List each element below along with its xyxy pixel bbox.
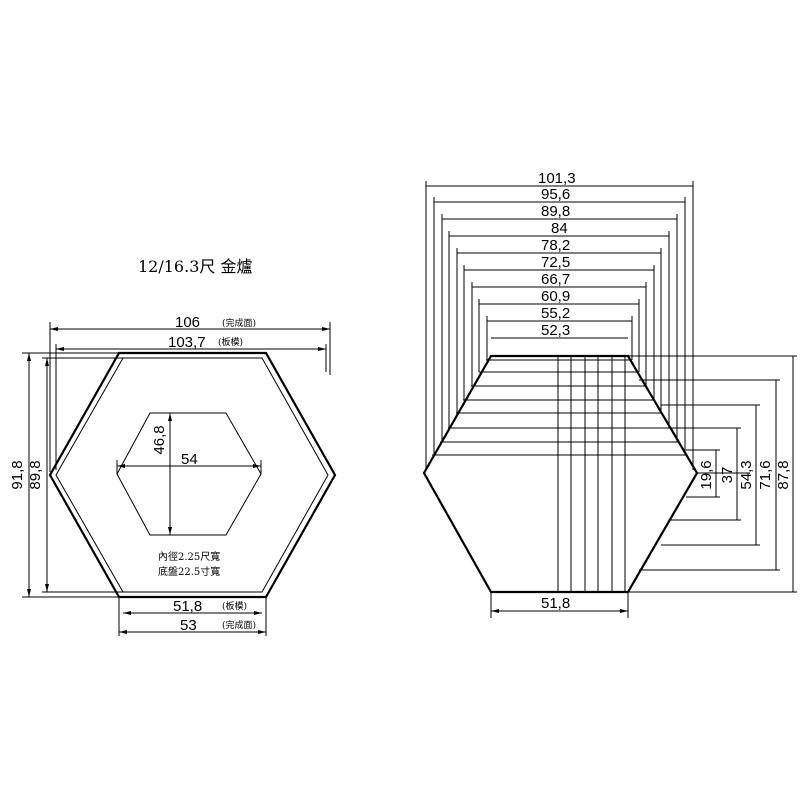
dim-106: 106 (175, 314, 200, 331)
dim-103-7-note: (板模) (218, 336, 243, 348)
dim-55-2: 55,2 (541, 305, 570, 322)
dim-53: 53 (180, 617, 197, 634)
dim-46-8: 46,8 (151, 425, 168, 454)
dim-89-8-right: 89,8 (541, 203, 570, 220)
dim-53-note: (完成面) (222, 619, 256, 631)
dim-51-8-left: 51,8 (173, 598, 202, 615)
dim-54-3: 54,3 (738, 460, 755, 489)
dim-95-6: 95,6 (541, 186, 570, 203)
note-base-plate: 底盤22.5寸寬 (158, 565, 220, 578)
left-height-dimensions: 91,8 89,8 (9, 352, 123, 598)
dim-101-3: 101,3 (538, 170, 576, 187)
dim-87-8: 87,8 (775, 460, 792, 489)
dim-37: 37 (719, 467, 736, 484)
center-hexagon (116, 412, 262, 536)
right-vertical-lines (557, 356, 626, 592)
right-bottom-dimension: 51,8 (490, 592, 629, 618)
dim-84: 84 (551, 220, 568, 237)
dim-66-7: 66,7 (541, 271, 570, 288)
dim-91-8: 91,8 (9, 460, 26, 489)
drawing-title: 12/16.3尺 金爐 (138, 257, 252, 276)
top-width-dimensions: 106 (完成面) 103,7 (板模) (49, 314, 331, 472)
center-hexagon-dimensions: 46,8 54 (116, 413, 262, 535)
dim-71-6: 71,6 (757, 460, 774, 489)
dim-51-8-note: (板模) (222, 600, 247, 612)
right-width-dimensions: 101,3 95,6 89,8 84 78,2 72,5 66,7 60,9 5 (425, 170, 694, 470)
dim-78-2: 78,2 (541, 237, 570, 254)
dim-72-5: 72,5 (541, 254, 570, 271)
dim-89-8: 89,8 (27, 460, 44, 489)
dim-106-note: (完成面) (222, 317, 256, 329)
dim-51-8-right: 51,8 (541, 595, 570, 612)
right-horizontal-lines (432, 359, 686, 456)
dim-103-7: 103,7 (168, 334, 206, 351)
dim-60-9: 60,9 (541, 288, 570, 305)
dim-19-6: 19,6 (698, 460, 715, 489)
bottom-width-dimensions: 51,8 (板模) 53 (完成面) (118, 597, 267, 636)
right-height-dimensions: 87,8 71,6 54,3 37 19,6 (628, 355, 797, 593)
dim-52-3: 52,3 (541, 322, 570, 339)
right-outer-hexagon (422, 354, 699, 594)
inner-hexagon (55, 357, 329, 593)
dim-54: 54 (181, 451, 198, 468)
note-inner-diameter: 內徑2.25尺寬 (158, 550, 220, 563)
right-hexagon-view (422, 354, 699, 594)
